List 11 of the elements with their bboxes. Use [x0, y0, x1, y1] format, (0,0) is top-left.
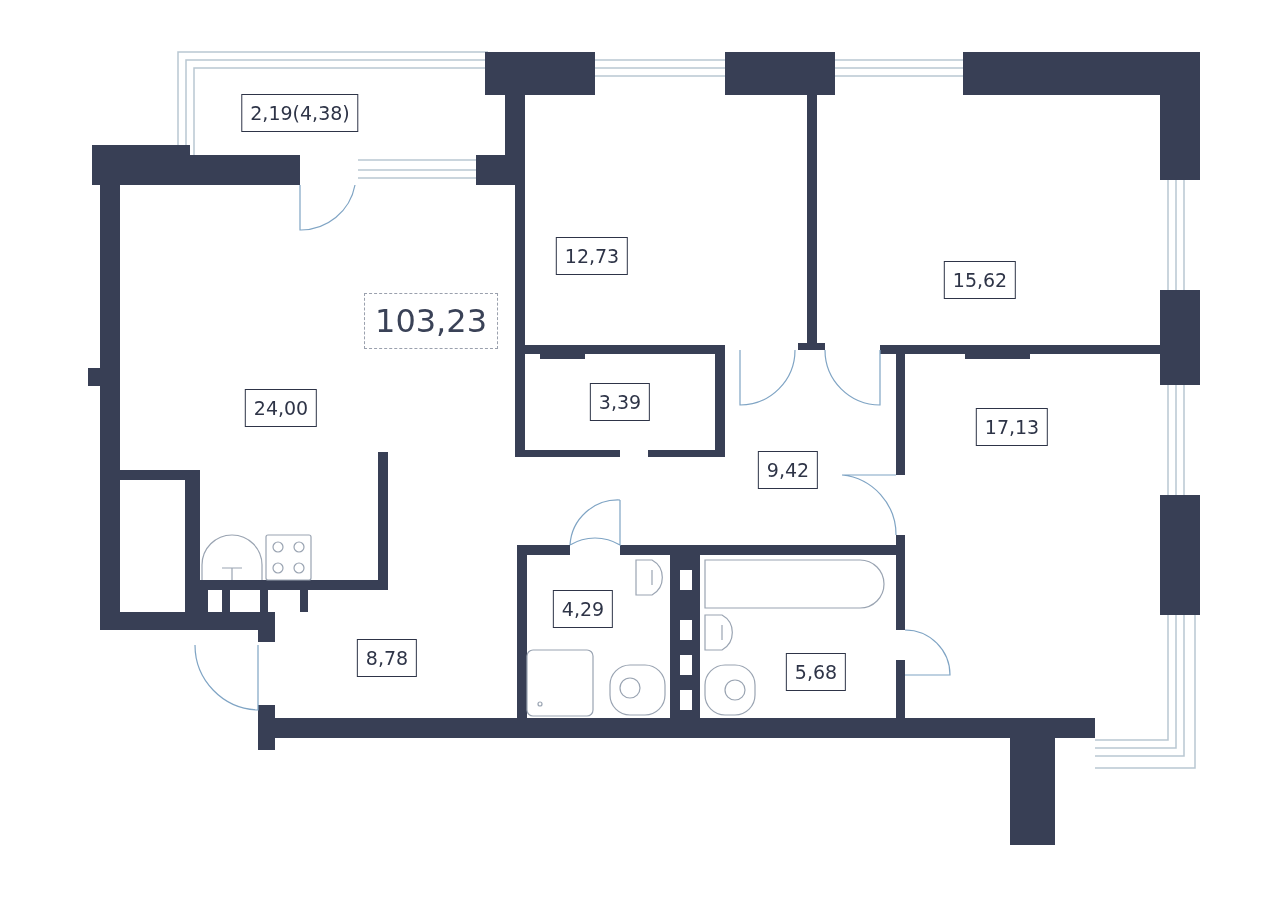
- room-area-label: 2,19(4,38): [241, 94, 359, 132]
- room-area-label: 17,13: [975, 408, 1049, 446]
- total-area-label: 103,23: [364, 293, 498, 349]
- room-area-label: 24,00: [244, 389, 318, 427]
- room-area-label: 8,78: [356, 639, 418, 677]
- room-area-label: 5,68: [785, 653, 847, 691]
- room-area-label: 4,29: [552, 590, 614, 628]
- room-area-label: 12,73: [555, 237, 629, 275]
- room-area-label: 15,62: [943, 261, 1017, 299]
- room-area-label: 3,39: [589, 383, 651, 421]
- room-area-label: 9,42: [757, 451, 819, 489]
